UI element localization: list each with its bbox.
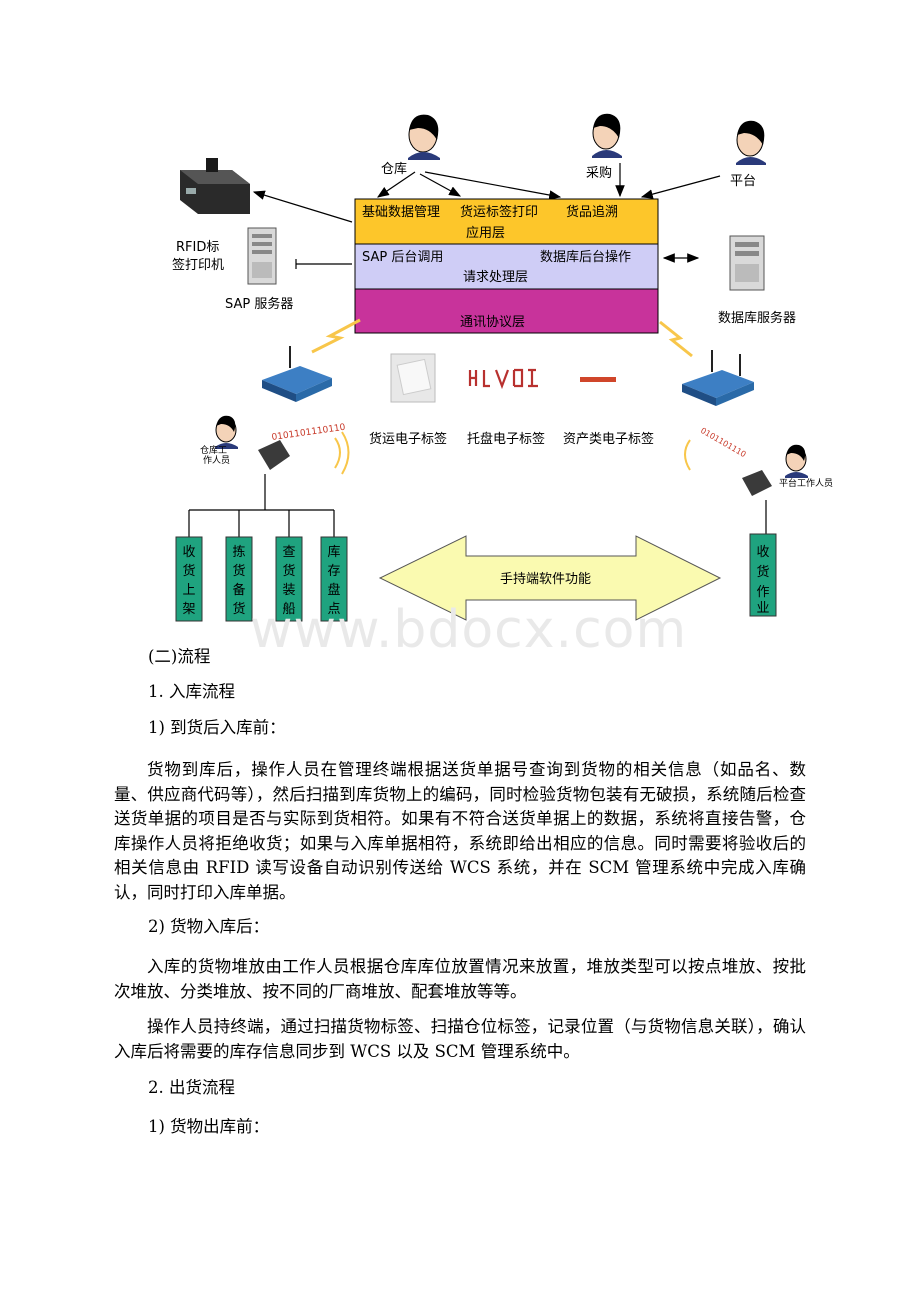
binary-stream-right: 0101101110 (699, 426, 748, 459)
protocol-layer-title: 通讯协议层 (460, 315, 525, 330)
wireless-signal-left-icon (311, 318, 361, 354)
arrow-warehouse-3 (424, 171, 562, 200)
function-box-check-ship: 查货装船 (275, 536, 303, 622)
tag-label-cargo: 货运电子标签 (369, 431, 447, 447)
asset-tag-image (580, 377, 616, 382)
handheld-function-label: 手持端软件功能 (500, 572, 591, 587)
rfid-printer-icon (180, 158, 250, 214)
heading-inbound-process: 1. 入库流程 (148, 682, 235, 701)
arrow-warehouse-1 (377, 171, 416, 198)
platform-worker-label: 平台工作人员 (779, 477, 833, 489)
svg-text:查货装船: 查货装船 (282, 545, 295, 617)
warehouse-person-icon (408, 114, 440, 160)
role-platform: 平台 (730, 174, 756, 189)
subheading-before-inbound: 1) 到货后入库前： (148, 718, 286, 737)
sap-server-icon (247, 227, 277, 285)
purchase-person-icon (592, 113, 622, 158)
sap-server-label: SAP 服务器 (225, 296, 293, 312)
arrow-warehouse-2 (419, 173, 462, 197)
role-purchase: 采购 (586, 165, 612, 181)
handheld-scanner-left-icon (258, 440, 290, 470)
pallet-tag-image (466, 368, 542, 390)
tag-label-asset: 资产类电子标签 (563, 431, 654, 447)
db-server-icon (729, 235, 765, 291)
subheading-after-inbound: 2) 货物入库后： (148, 917, 270, 936)
cargo-tag-image (390, 353, 436, 403)
protocol-layer (354, 288, 659, 334)
function-box-receive-operation: 收货作业 (749, 533, 777, 617)
app-layer-title: 应用层 (466, 225, 505, 241)
function-box-receive-shelve: 收货上架 (175, 536, 203, 622)
function-box-inventory: 库存盘点 (320, 536, 348, 622)
paragraph-after-inbound-1: 入库的货物堆放由工作人员根据仓库库位放置情况来放置，堆放类型可以按点堆放、按批次… (114, 957, 806, 1001)
handheld-scanner-right-icon (742, 470, 772, 496)
printer-label-line2: 签打印机 (172, 257, 224, 273)
app-item-base-data: 基础数据管理 (362, 205, 440, 220)
router-left-icon (262, 346, 332, 402)
request-item-sap: SAP 后台调用 (362, 250, 443, 265)
app-item-trace: 货品追溯 (566, 204, 618, 220)
system-architecture-diagram: 仓库 采购 平台 基础数据管理 货运标签打印 货品追溯 应用层 SAP 后台调用… (172, 113, 833, 622)
warehouse-worker-person-icon (215, 415, 238, 449)
wireless-signal-right-icon (659, 320, 693, 358)
subheading-before-outbound: 1) 货物出库前： (148, 1117, 270, 1136)
request-layer (354, 243, 659, 290)
platform-worker-person-icon (785, 444, 808, 478)
handheld-function-arrow (378, 535, 722, 621)
svg-text:收货作业: 收货作业 (756, 545, 769, 616)
tag-label-pallet: 托盘电子标签 (467, 431, 545, 447)
paragraph-before-inbound: 货物到库后，操作人员在管理终端根据送货单据号查询到货物的相关信息（如品名、数量、… (114, 760, 806, 902)
svg-text:拣货备货: 拣货备货 (232, 545, 245, 617)
arrow-to-printer (252, 190, 353, 223)
printer-label-line1: RFID标 (176, 240, 219, 255)
request-layer-title: 请求处理层 (463, 270, 528, 285)
router-right-icon (682, 350, 754, 406)
svg-text:收货上架: 收货上架 (182, 545, 195, 617)
paragraph-after-inbound-2: 操作人员持终端，通过扫描货物标签、扫描仓位标签，记录位置（与货物信息关联），确认… (114, 1017, 806, 1061)
section-heading-process: (二)流程 (148, 647, 211, 666)
app-item-label-print: 货运标签打印 (460, 204, 538, 220)
function-box-pick-prepare: 拣货备货 (225, 536, 253, 622)
warehouse-worker-label: 仓库工作人员 (200, 444, 230, 466)
arrow-platform (640, 175, 721, 199)
platform-person-icon (736, 120, 766, 165)
svg-text:库存盘点: 库存盘点 (327, 544, 340, 617)
heading-outbound-process: 2. 出货流程 (148, 1078, 235, 1097)
role-warehouse: 仓库 (381, 161, 407, 177)
db-server-label: 数据库服务器 (718, 310, 796, 326)
app-layer (354, 198, 659, 245)
request-item-db: 数据库后台操作 (540, 249, 631, 265)
